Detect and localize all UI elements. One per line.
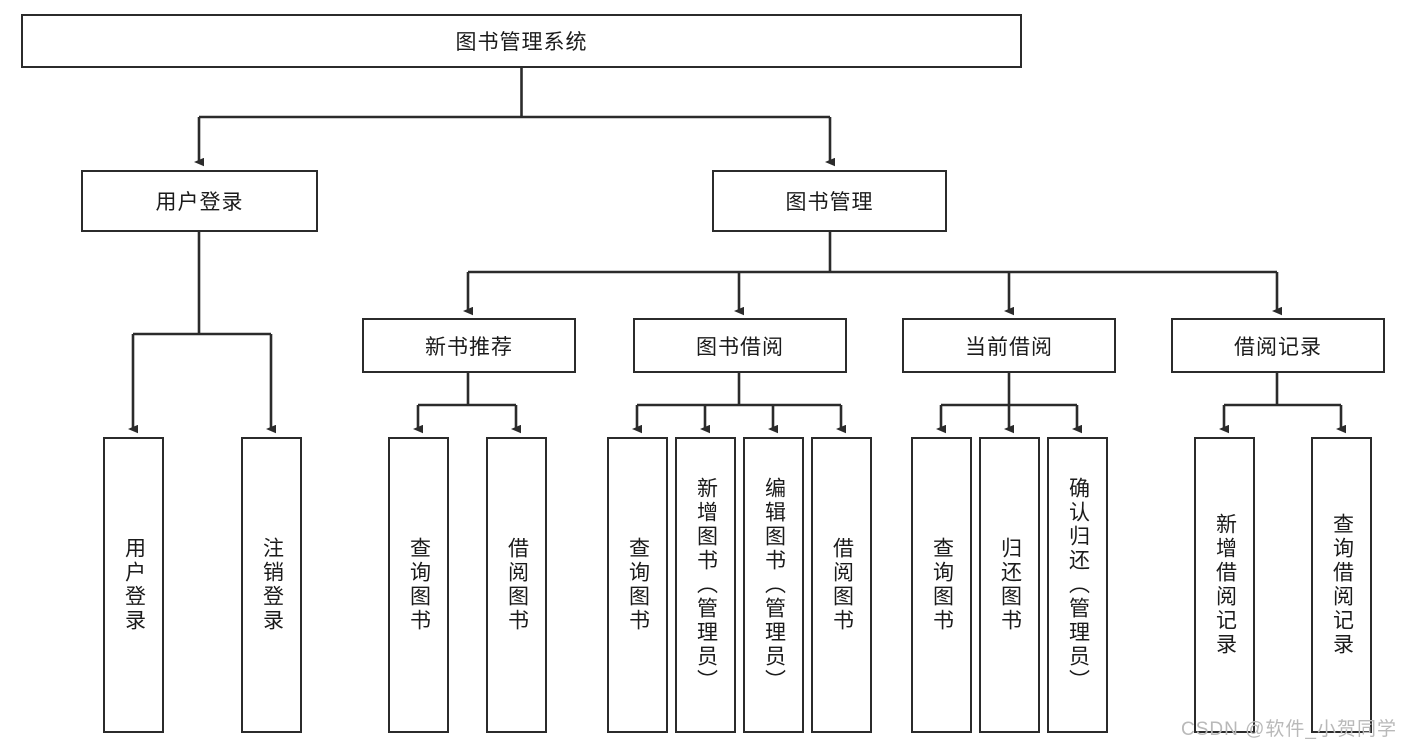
leaf-borrow-edit-book-admin-label: 编辑图书（管理员） <box>762 477 786 693</box>
node-user-login-label: 用户登录 <box>155 191 244 214</box>
node-book-borrow[interactable]: 图书借阅 <box>633 318 847 373</box>
node-book-management-label: 图书管理 <box>785 191 874 214</box>
leaf-record-query-record[interactable]: 查询借阅记录 <box>1311 437 1372 733</box>
node-current-borrow[interactable]: 当前借阅 <box>902 318 1116 373</box>
node-borrow-record-label: 借阅记录 <box>1234 335 1322 359</box>
leaf-current-confirm-return-admin-label: 确认归还（管理员） <box>1066 477 1090 693</box>
leaf-borrow-borrow-book-label: 借阅图书 <box>830 537 854 633</box>
leaf-user-login-label: 用户登录 <box>122 537 146 633</box>
leaf-user-login[interactable]: 用户登录 <box>103 437 164 733</box>
leaf-newbook-query-book-label: 查询图书 <box>407 537 431 633</box>
node-borrow-record[interactable]: 借阅记录 <box>1171 318 1385 373</box>
node-root[interactable]: 图书管理系统 <box>21 14 1022 68</box>
leaf-borrow-query-book-label: 查询图书 <box>626 537 650 633</box>
leaf-newbook-borrow-book[interactable]: 借阅图书 <box>486 437 547 733</box>
leaf-current-confirm-return-admin[interactable]: 确认归还（管理员） <box>1047 437 1108 733</box>
node-new-book-recommend-label: 新书推荐 <box>425 335 513 359</box>
leaf-current-query-book[interactable]: 查询图书 <box>911 437 972 733</box>
leaf-record-add-record-label: 新增借阅记录 <box>1213 513 1237 657</box>
leaf-record-add-record[interactable]: 新增借阅记录 <box>1194 437 1255 733</box>
leaf-logout[interactable]: 注销登录 <box>241 437 302 733</box>
leaf-borrow-edit-book-admin[interactable]: 编辑图书（管理员） <box>743 437 804 733</box>
leaf-current-return-book-label: 归还图书 <box>998 537 1022 633</box>
leaf-borrow-add-book-admin-label: 新增图书（管理员） <box>694 477 718 693</box>
node-root-label: 图书管理系统 <box>455 31 588 54</box>
node-user-login[interactable]: 用户登录 <box>81 170 318 232</box>
node-new-book-recommend[interactable]: 新书推荐 <box>362 318 576 373</box>
leaf-borrow-add-book-admin[interactable]: 新增图书（管理员） <box>675 437 736 733</box>
node-current-borrow-label: 当前借阅 <box>965 335 1053 359</box>
leaf-borrow-query-book[interactable]: 查询图书 <box>607 437 668 733</box>
node-book-management[interactable]: 图书管理 <box>712 170 947 232</box>
leaf-newbook-borrow-book-label: 借阅图书 <box>505 537 529 633</box>
leaf-record-query-record-label: 查询借阅记录 <box>1330 513 1354 657</box>
node-book-borrow-label: 图书借阅 <box>696 335 784 359</box>
leaf-current-return-book[interactable]: 归还图书 <box>979 437 1040 733</box>
leaf-logout-label: 注销登录 <box>260 537 284 633</box>
leaf-newbook-query-book[interactable]: 查询图书 <box>388 437 449 733</box>
leaf-current-query-book-label: 查询图书 <box>930 537 954 633</box>
leaf-borrow-borrow-book[interactable]: 借阅图书 <box>811 437 872 733</box>
